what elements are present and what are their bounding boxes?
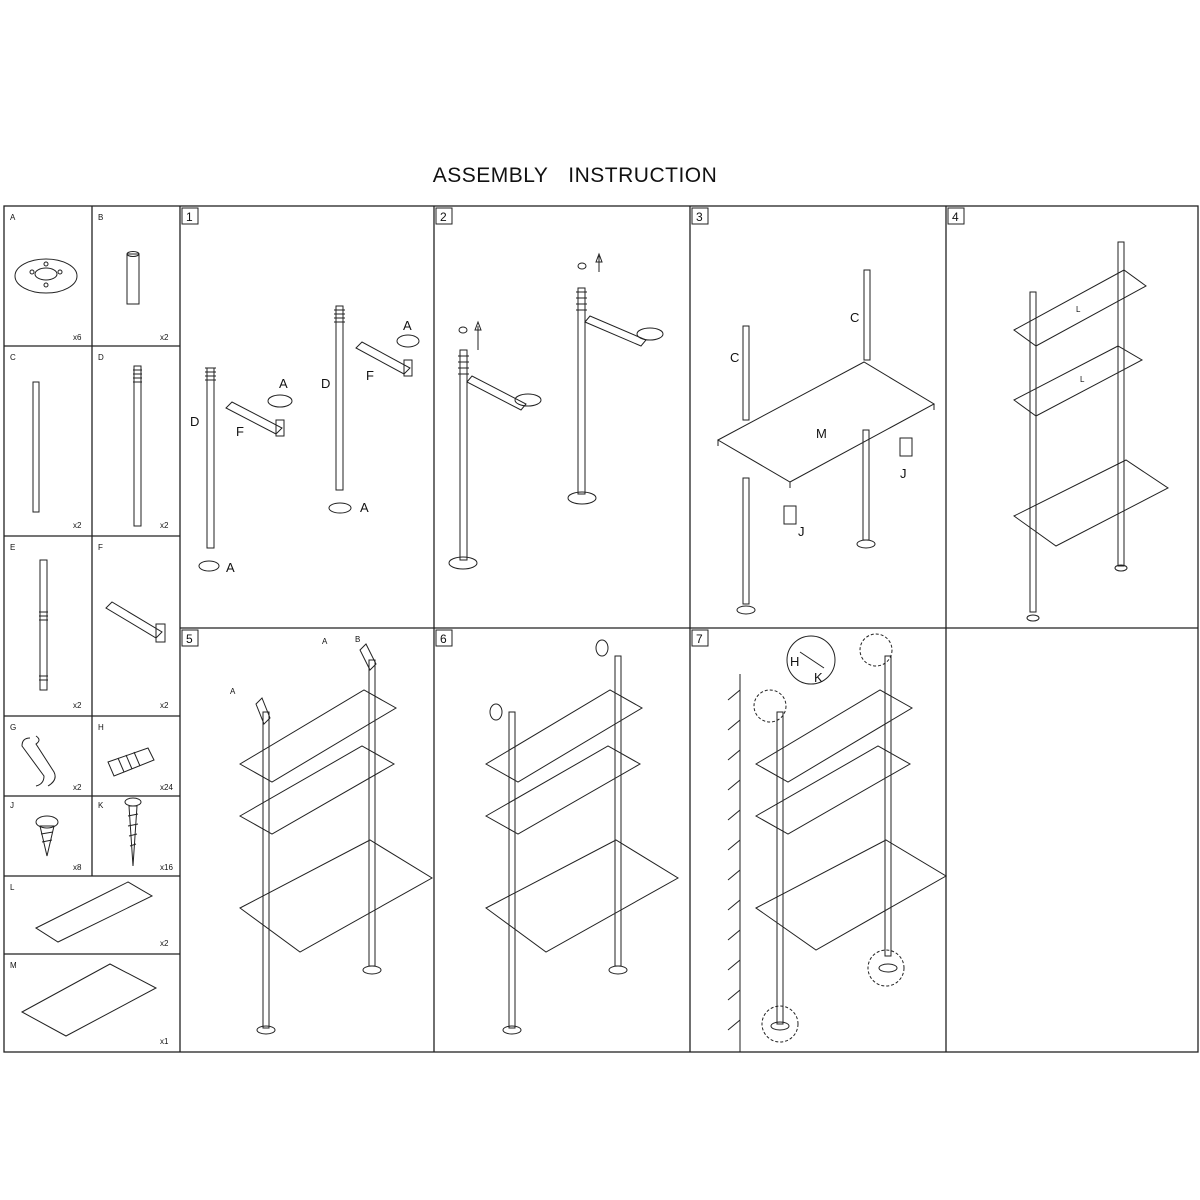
part-label: L (10, 883, 15, 892)
step-6-illustration (484, 639, 679, 1035)
part-cell-d: D x2 (98, 353, 169, 530)
callout-label: C (850, 310, 859, 325)
callout-label: B (355, 635, 360, 644)
callout-label: A (226, 560, 235, 575)
long-threaded-pipe-icon (39, 559, 48, 691)
elbow-pipe-icon (105, 601, 166, 643)
step-number: 3 (696, 210, 703, 224)
part-qty: x2 (160, 701, 169, 710)
callout-label: L (1076, 305, 1081, 314)
part-qty: x6 (73, 333, 82, 342)
part-cell-m: M x1 (10, 961, 169, 1046)
part-cell-f: F x2 (98, 543, 169, 710)
part-qty: x2 (160, 333, 169, 342)
callout-label: H (790, 654, 799, 669)
part-qty: x2 (73, 783, 82, 792)
part-label: M (10, 961, 17, 970)
small-shelf-board-icon (34, 881, 154, 943)
short-screw-icon (35, 815, 59, 857)
part-cell-c: C x2 (10, 353, 82, 530)
part-qty: x2 (73, 701, 82, 710)
page-title: ASSEMBLY INSTRUCTION (432, 164, 718, 187)
step-number: 5 (186, 632, 193, 646)
part-label: D (98, 353, 104, 362)
step-1-illustration (198, 305, 420, 572)
part-label: A (10, 213, 16, 222)
part-qty: x2 (160, 521, 169, 530)
long-pipe-icon (32, 381, 40, 513)
step-7-illustration (727, 633, 947, 1052)
callout-label: D (190, 414, 199, 429)
threaded-pipe-icon (133, 365, 142, 527)
callout-label: J (798, 524, 805, 539)
long-screw-icon (124, 797, 142, 867)
callout-label: A (360, 500, 369, 515)
part-cell-g: G x2 (10, 723, 82, 792)
part-cell-e: E x2 (10, 543, 82, 710)
part-cell-a: A x6 (10, 213, 82, 342)
step-3-illustration (716, 269, 936, 615)
part-qty: x2 (73, 521, 82, 530)
part-cell-l: L x2 (10, 881, 169, 948)
step-number: 2 (440, 210, 447, 224)
part-label: F (98, 543, 103, 552)
callout-label: C (730, 350, 739, 365)
part-qty: x2 (160, 939, 169, 948)
part-label: C (10, 353, 16, 362)
part-label: B (98, 213, 103, 222)
step-4-illustration (1013, 241, 1169, 622)
part-qty: x16 (160, 863, 173, 872)
part-qty: x24 (160, 783, 173, 792)
part-label: J (10, 801, 14, 810)
part-cell-j: J x8 (10, 801, 82, 872)
part-label: H (98, 723, 104, 732)
part-label: E (10, 543, 15, 552)
part-qty: x8 (73, 863, 82, 872)
short-pipe-icon (126, 251, 140, 305)
callout-label: K (814, 670, 823, 685)
part-cell-k: K x16 (98, 797, 173, 872)
step-5-illustration (238, 643, 433, 1035)
step-number: 1 (186, 210, 193, 224)
floor-flange-icon (14, 258, 78, 294)
callout-label: D (321, 376, 330, 391)
desk-board-icon (20, 963, 158, 1037)
hex-key-icon (21, 735, 56, 787)
step-2-illustration (448, 252, 664, 570)
callout-label: A (403, 318, 412, 333)
step-number: 4 (952, 210, 959, 224)
step-number: 6 (440, 632, 447, 646)
callout-label: A (322, 637, 328, 646)
wall-anchor-icon (107, 747, 155, 777)
part-cell-h: H x24 (98, 723, 173, 792)
part-cell-b: B x2 (98, 213, 169, 342)
callout-label: L (1080, 375, 1085, 384)
step-number: 7 (696, 632, 703, 646)
callout-label: M (816, 426, 827, 441)
callout-label: F (366, 368, 374, 383)
callout-label: J (900, 466, 907, 481)
grid-lines (3, 205, 1199, 1053)
part-qty: x1 (160, 1037, 169, 1046)
callout-label: F (236, 424, 244, 439)
callout-label: A (230, 687, 236, 696)
callout-label: A (279, 376, 288, 391)
part-label: G (10, 723, 16, 732)
step-number-boxes (181, 207, 965, 647)
part-label: K (98, 801, 104, 810)
